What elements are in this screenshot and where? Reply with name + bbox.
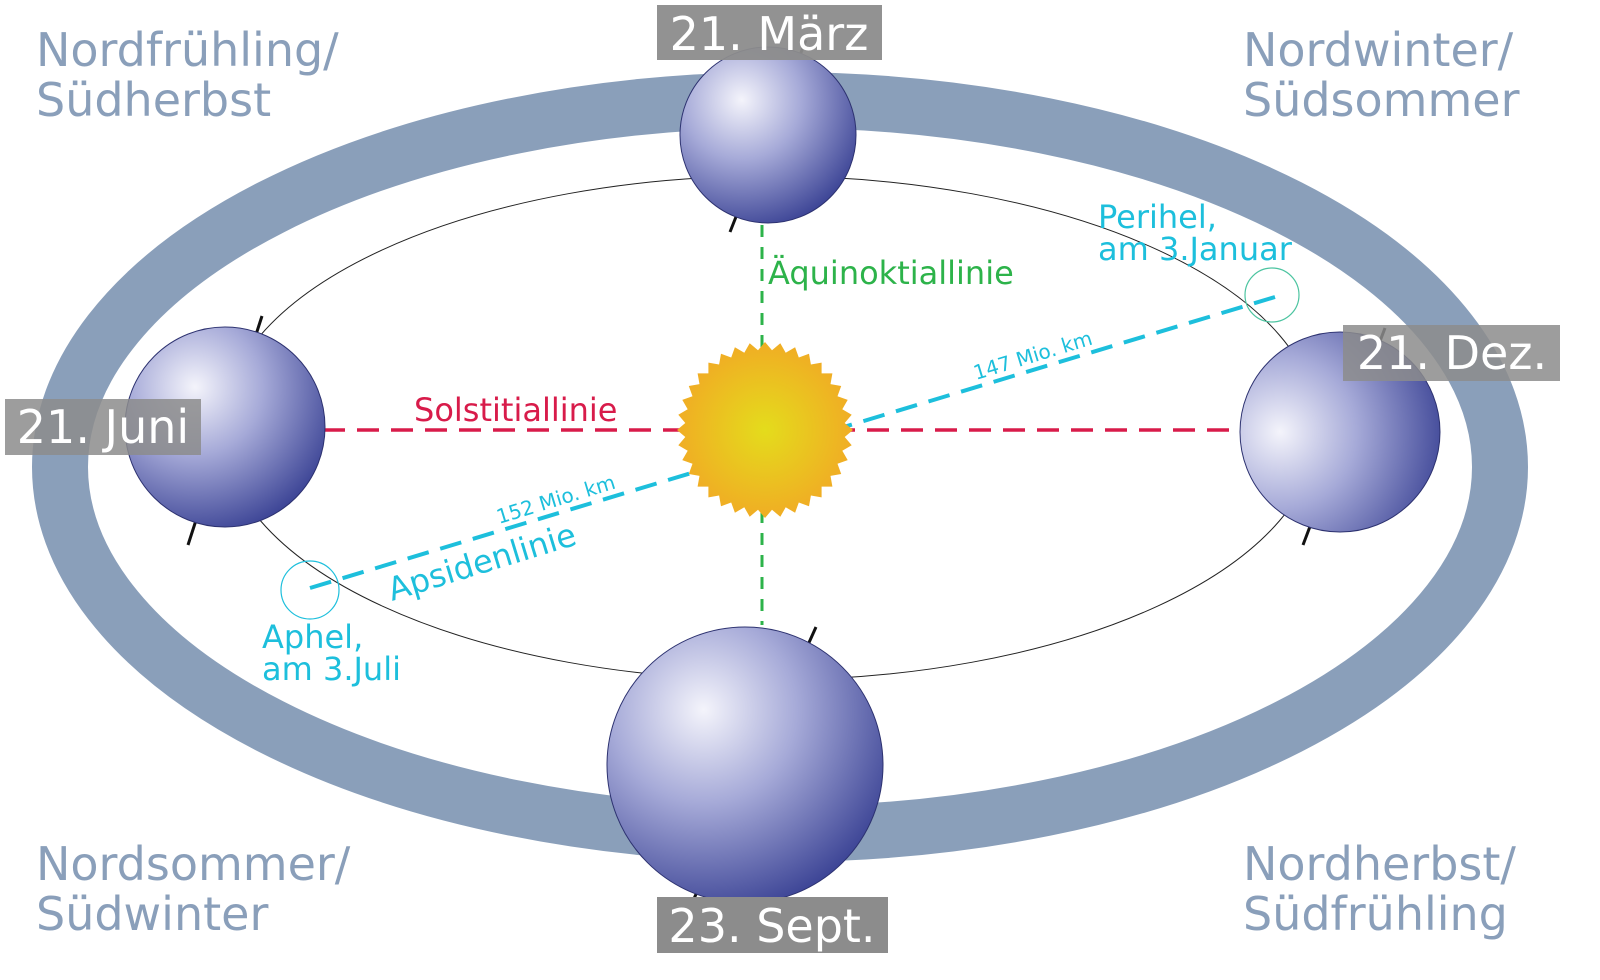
earth-december bbox=[1239, 327, 1441, 546]
svg-text:21. Juni: 21. Juni bbox=[17, 400, 189, 454]
date-label-march: 21. März bbox=[657, 5, 882, 61]
solstice-label: Solstitiallinie bbox=[414, 391, 617, 429]
sun bbox=[677, 342, 853, 518]
season-bottom-left: Nordsommer/Südwinter bbox=[36, 837, 351, 941]
svg-text:21. Dez.: 21. Dez. bbox=[1357, 326, 1547, 380]
season-top-left: Nordfrühling/Südherbst bbox=[36, 23, 339, 127]
aphelion-label: Aphel,am 3.Juli bbox=[262, 618, 401, 688]
perihelion-marker bbox=[1244, 267, 1300, 323]
date-label-june: 21. Juni bbox=[5, 399, 201, 455]
svg-text:21. März: 21. März bbox=[670, 7, 869, 61]
season-bottom-right: Nordherbst/Südfrühling bbox=[1243, 837, 1516, 941]
aphelion-marker bbox=[280, 560, 340, 620]
date-label-december: 21. Dez. bbox=[1343, 325, 1560, 381]
date-label-september: 23. Sept. bbox=[657, 897, 888, 953]
equinox-label: Äquinoktiallinie bbox=[768, 254, 1014, 292]
perihelion-label: Perihel,am 3.Januar bbox=[1098, 198, 1293, 268]
earth-march bbox=[679, 39, 857, 233]
apsides-label: Apsidenlinie bbox=[383, 515, 580, 608]
svg-text:23. Sept.: 23. Sept. bbox=[668, 899, 875, 953]
season-top-right: Nordwinter/Südsommer bbox=[1243, 23, 1520, 127]
earth-september bbox=[606, 626, 884, 913]
